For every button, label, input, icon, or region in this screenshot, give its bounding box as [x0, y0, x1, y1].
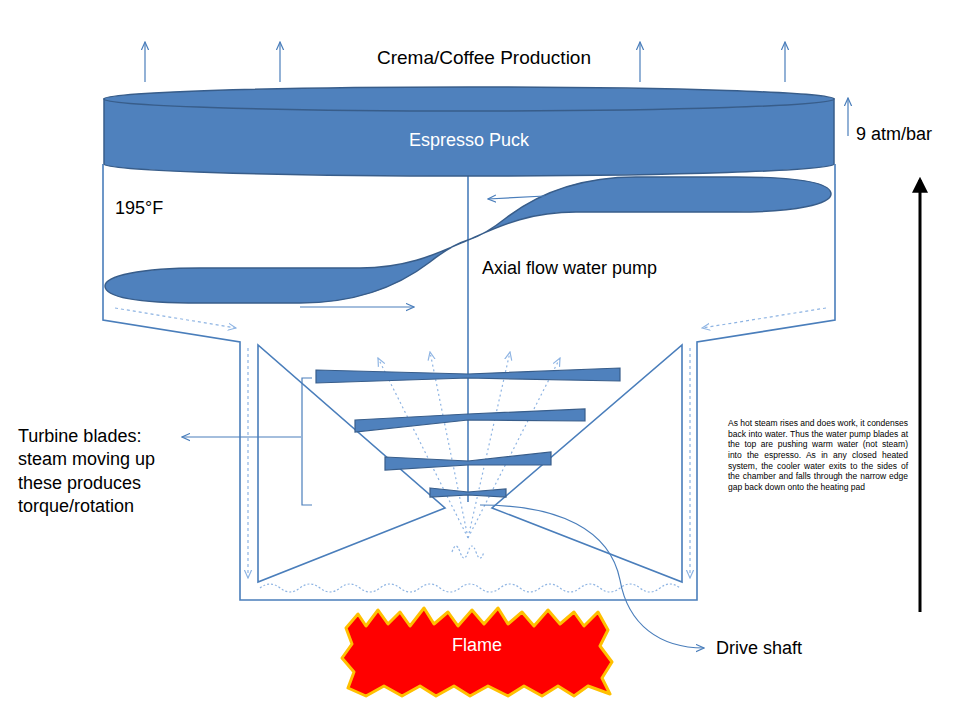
flame: Flame — [338, 606, 616, 698]
return-flow-arrow — [689, 348, 690, 578]
direction-arrow — [919, 180, 922, 612]
explanatory-note: As hot steam rises and does work, it con… — [728, 418, 908, 492]
output-arrow — [144, 42, 145, 82]
leader-line — [182, 436, 301, 437]
turbine-blade — [430, 488, 506, 497]
output-caption: Crema/Coffee Production — [377, 47, 591, 70]
return-flow-arrow — [702, 308, 826, 328]
steam-puff — [452, 546, 484, 558]
return-flow-arrow — [115, 308, 236, 328]
bracket — [302, 378, 312, 505]
pump-blade — [105, 240, 468, 303]
flow-arrow — [488, 196, 545, 199]
turbine-blade — [355, 409, 585, 432]
flame-shape — [342, 608, 612, 696]
drive-shaft — [467, 176, 469, 502]
puck-top — [104, 87, 834, 111]
turbine-blade — [316, 368, 620, 383]
steam-arrow — [468, 352, 510, 538]
node-text: Flame — [452, 635, 502, 657]
return-flow-arrow — [247, 348, 248, 578]
steam-arrow — [378, 358, 468, 538]
steam-arrow — [468, 358, 560, 538]
water-surface — [260, 584, 680, 592]
espresso-puck: Espresso Puck — [103, 86, 835, 178]
flow-arrow — [300, 306, 414, 307]
steam-arrow — [430, 352, 468, 538]
turbine-label: Turbine blades: steam moving up these pr… — [18, 425, 180, 519]
pump-blade — [468, 177, 831, 240]
node-text: Espresso Puck — [409, 130, 529, 152]
drive-shaft-label: Drive shaft — [716, 638, 802, 660]
temperature-value: 195°F — [115, 198, 163, 220]
turbine-blade — [385, 452, 551, 470]
pressure-arrow — [847, 98, 848, 136]
pressure-value: 9 atm/bar — [856, 124, 932, 146]
pump-label: Axial flow water pump — [482, 258, 657, 280]
output-arrow — [279, 42, 280, 82]
output-arrow — [784, 42, 785, 82]
vessel-wall — [103, 164, 835, 600]
output-arrow — [639, 42, 640, 82]
